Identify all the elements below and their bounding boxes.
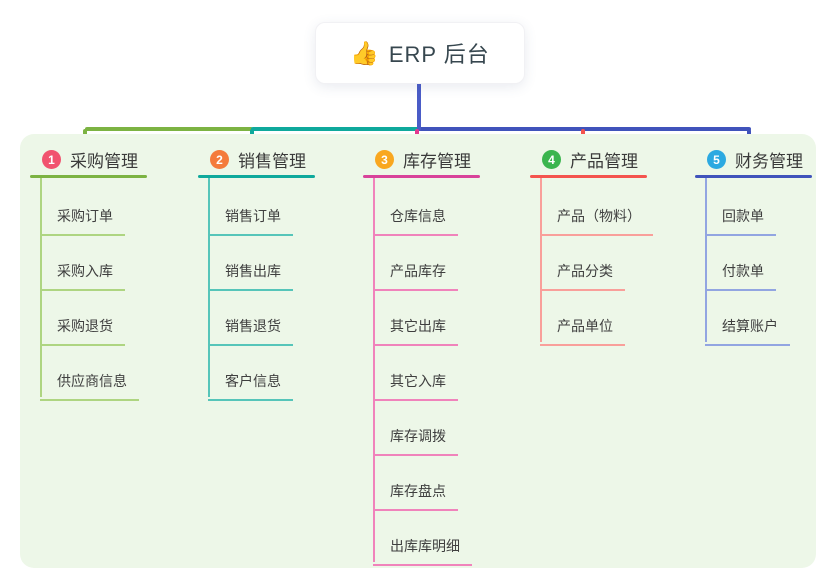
node-item[interactable]: 出库库明细: [373, 536, 472, 566]
node-item-label: 库存调拨: [390, 428, 446, 444]
node-item-label: 客户信息: [225, 373, 281, 389]
node-item-label: 采购入库: [57, 263, 113, 279]
node-item[interactable]: 采购退货: [40, 316, 125, 346]
node-item-label: 产品库存: [390, 263, 446, 279]
node-item-label: 销售订单: [225, 208, 281, 224]
subtree-line: [540, 178, 542, 342]
connector-root-drop: [417, 82, 421, 131]
branch-number-badge: 3: [375, 150, 394, 169]
branch-label: 采购管理: [70, 152, 138, 171]
node-item-label: 采购订单: [57, 208, 113, 224]
node-item-label: 销售出库: [225, 263, 281, 279]
node-item-label: 库存盘点: [390, 483, 446, 499]
branch-title-finance[interactable]: 5 财务管理: [695, 146, 812, 173]
node-item[interactable]: 采购入库: [40, 261, 125, 291]
branch-procurement: 1 采购管理 采购订单 采购入库 采购退货 供应商信息: [30, 146, 147, 401]
branches-panel: [20, 134, 816, 568]
subtree-line: [373, 178, 375, 562]
root-node[interactable]: 👍 ERP 后台: [315, 22, 525, 84]
node-item[interactable]: 回款单: [705, 206, 776, 236]
root-node-label: ERP 后台: [388, 42, 490, 67]
branch-label: 产品管理: [570, 152, 638, 171]
branch-title-product[interactable]: 4 产品管理: [530, 146, 647, 173]
branch-product: 4 产品管理 产品（物料） 产品分类 产品单位: [530, 146, 653, 346]
node-item[interactable]: 产品单位: [540, 316, 625, 346]
thumbs-up-icon: 👍: [350, 39, 379, 66]
branch-label: 销售管理: [238, 152, 306, 171]
node-item[interactable]: 供应商信息: [40, 371, 139, 401]
node-item[interactable]: 产品库存: [373, 261, 458, 291]
node-item-label: 其它出库: [390, 318, 446, 334]
node-item[interactable]: 库存盘点: [373, 481, 458, 511]
node-item[interactable]: 仓库信息: [373, 206, 458, 236]
node-item-label: 销售退货: [225, 318, 281, 334]
node-item[interactable]: 付款单: [705, 261, 776, 291]
node-item[interactable]: 销售退货: [208, 316, 293, 346]
node-item[interactable]: 结算账户: [705, 316, 790, 346]
branch-title-sales[interactable]: 2 销售管理: [198, 146, 315, 173]
branch-title-procurement[interactable]: 1 采购管理: [30, 146, 147, 173]
branch-title-inventory[interactable]: 3 库存管理: [363, 146, 480, 173]
branch-label: 库存管理: [403, 152, 471, 171]
branch-number-badge: 2: [210, 150, 229, 169]
subtree-line: [40, 178, 42, 397]
node-item-label: 产品（物料）: [557, 208, 641, 224]
node-item-label: 回款单: [722, 208, 764, 224]
node-item-label: 结算账户: [722, 318, 778, 334]
branch-sales: 2 销售管理 销售订单 销售出库 销售退货 客户信息: [198, 146, 315, 401]
node-item-label: 产品单位: [557, 318, 613, 334]
branch-underline: [30, 175, 147, 178]
node-item[interactable]: 产品分类: [540, 261, 625, 291]
node-item[interactable]: 采购订单: [40, 206, 125, 236]
node-item-label: 产品分类: [557, 263, 613, 279]
node-item[interactable]: 销售订单: [208, 206, 293, 236]
node-item[interactable]: 其它出库: [373, 316, 458, 346]
subtree-line: [705, 178, 707, 342]
branch-underline: [695, 175, 812, 178]
node-item-label: 采购退货: [57, 318, 113, 334]
node-item[interactable]: 库存调拨: [373, 426, 458, 456]
subtree-line: [208, 178, 210, 397]
branch-finance: 5 财务管理 回款单 付款单 结算账户: [695, 146, 812, 346]
branch-underline: [363, 175, 480, 178]
branch-number-badge: 5: [707, 150, 726, 169]
branch-number-badge: 4: [542, 150, 561, 169]
node-item-label: 付款单: [722, 263, 764, 279]
connector-bus-procurement: [85, 127, 253, 131]
node-item-label: 供应商信息: [57, 373, 127, 389]
node-item[interactable]: 产品（物料）: [540, 206, 653, 236]
node-item-label: 仓库信息: [390, 208, 446, 224]
node-item[interactable]: 其它入库: [373, 371, 458, 401]
node-item[interactable]: 销售出库: [208, 261, 293, 291]
branch-inventory: 3 库存管理 仓库信息 产品库存 其它出库 其它入库 库存调拨 库存盘点 出库库…: [363, 146, 480, 566]
connector-bus-sales: [251, 127, 419, 131]
node-item-label: 出库库明细: [390, 538, 460, 554]
node-item[interactable]: 客户信息: [208, 371, 293, 401]
branch-underline: [530, 175, 647, 178]
branch-underline: [198, 175, 315, 178]
branch-number-badge: 1: [42, 150, 61, 169]
branch-label: 财务管理: [735, 152, 803, 171]
node-item-label: 其它入库: [390, 373, 446, 389]
